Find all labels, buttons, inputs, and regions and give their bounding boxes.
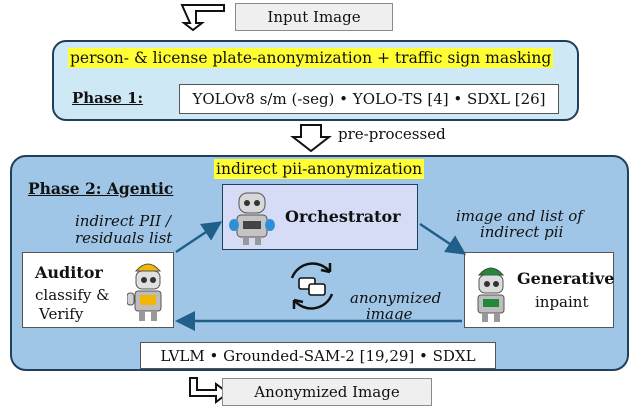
orchestrator-box: Orchestrator: [222, 184, 418, 250]
phase1-label: Phase 1:: [72, 89, 144, 107]
anonymized-image-label: Anonymized Image: [222, 378, 432, 406]
edge-label-indirect-pii-line2: residuals list: [75, 229, 173, 247]
input-arrow-icon: [180, 4, 225, 32]
phase2-banner: indirect pii-anonymization: [214, 159, 425, 179]
preprocessed-label: pre-processed: [338, 125, 446, 143]
phase1-banner: person- & license plate-anonymization + …: [68, 48, 554, 68]
edge-label-anonymized-line1: anonymized: [350, 289, 442, 307]
arrow-orchestrator-to-generative: [419, 222, 467, 255]
arrow-auditor-to-orchestrator: [175, 221, 223, 254]
phase2-models: LVLM • Grounded-SAM-2 [19,29] • SDXL: [140, 342, 496, 369]
auditor-box: Auditor classify & Verify: [22, 252, 174, 328]
edge-label-anonymized-line2: image: [366, 305, 413, 323]
auditor-title: Auditor: [35, 263, 103, 282]
input-image-label: Input Image: [235, 3, 393, 31]
edge-label-indirect-pii-line1: indirect PII /: [75, 212, 171, 230]
phase2-label: Phase 2: Agentic: [28, 179, 174, 198]
robot-icon: [127, 263, 162, 321]
feedback-loop-icon: [290, 262, 334, 310]
phase1-models: YOLOv8 s/m (-seg) • YOLO-TS [4] • SDXL […: [179, 84, 559, 114]
orchestrator-label: Orchestrator: [285, 207, 401, 226]
edge-label-image-list-line2: indirect pii: [480, 223, 564, 241]
auditor-line2: Verify: [39, 305, 84, 323]
auditor-line1: classify &: [35, 286, 110, 304]
preprocessed-arrow-icon: [290, 124, 332, 153]
edge-label-image-list-line1: image and list of: [456, 207, 583, 225]
generative-title: Generative: [517, 269, 615, 288]
generative-line1: inpaint: [535, 293, 589, 311]
phase1-panel: person- & license plate-anonymization + …: [52, 40, 579, 121]
robot-icon: [229, 192, 275, 245]
generative-box: Generative inpaint: [464, 252, 614, 328]
robot-icon: [477, 267, 505, 322]
